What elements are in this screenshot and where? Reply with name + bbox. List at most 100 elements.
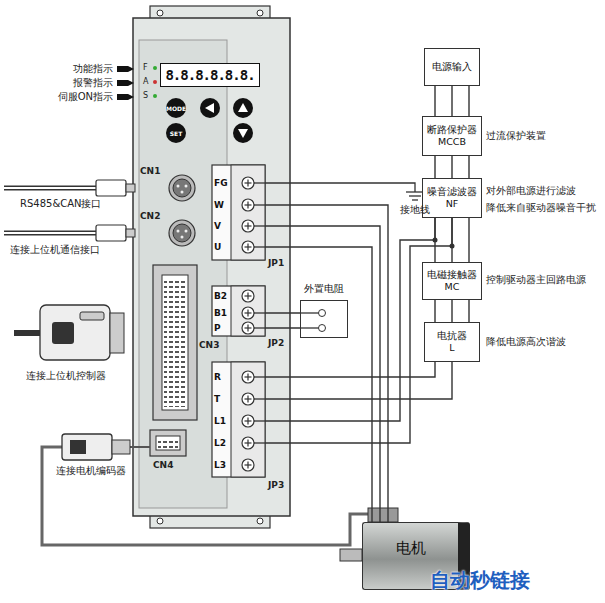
- resistor-terminal: [300, 327, 319, 328]
- terminal-label: B1: [214, 307, 227, 319]
- io-connector: [153, 265, 197, 420]
- node-text: 电源输入: [432, 61, 472, 73]
- terminal-lead: [254, 327, 265, 328]
- cable-note: 连接电机编码器: [56, 465, 126, 477]
- arrow-button: [205, 103, 214, 113]
- terminal-label: L3: [214, 459, 226, 471]
- wire: [435, 156, 469, 178]
- function-note: 降低来自驱动器噪音干扰: [486, 202, 596, 213]
- terminal-strip: [212, 362, 265, 477]
- control-plug: [14, 305, 124, 360]
- round-connector: [177, 230, 180, 233]
- control-plug: [52, 322, 74, 344]
- node-text: NF: [446, 198, 459, 210]
- function-note: 控制驱动器主回路电源: [486, 274, 586, 285]
- terminal-screw: [242, 241, 254, 253]
- terminal-lead: [254, 225, 265, 226]
- terminal-lead: [254, 398, 265, 399]
- pointer-hand: [117, 94, 134, 100]
- terminal-strip: [212, 165, 265, 260]
- terminal-label: B2: [214, 290, 227, 302]
- terminal-lead: [254, 442, 265, 443]
- terminal-lead: [254, 246, 265, 247]
- terminal-name: JP1: [268, 258, 284, 269]
- node-text: 电机: [363, 539, 458, 558]
- comm-cable: [126, 184, 135, 192]
- watermark: 自动秒链接: [430, 568, 530, 592]
- set-button: SET: [166, 123, 186, 143]
- wire: [435, 86, 469, 116]
- driver-housing: [157, 10, 163, 16]
- led-letter: F: [143, 63, 148, 73]
- indicator-led: [153, 66, 157, 98]
- terminal-lead: [254, 183, 265, 443]
- terminal-lead: [254, 182, 265, 183]
- terminal-screw: [242, 307, 254, 319]
- pointer-hand: [117, 80, 134, 86]
- driver-housing: [257, 518, 263, 524]
- terminal-lead: [254, 376, 265, 377]
- wire: [265, 313, 300, 328]
- node-text: MC: [445, 281, 460, 293]
- terminal-label: T: [214, 393, 220, 405]
- terminal-block: RTL1L2L3: [212, 362, 265, 477]
- encoder-cable: [70, 440, 86, 454]
- arrow-button: [238, 103, 248, 112]
- process-box: 电磁接触器MC: [422, 262, 482, 300]
- ground-note: 接地线: [400, 204, 430, 216]
- driver-housing: [133, 18, 290, 516]
- terminal-label: L1: [214, 415, 226, 427]
- comm-cable: [4, 180, 135, 241]
- node-text: MODE: [166, 105, 186, 112]
- wire: [265, 205, 388, 522]
- wire: [265, 362, 452, 399]
- terminal-screw: [242, 371, 254, 383]
- terminal-name: JP3: [268, 480, 284, 491]
- terminal-label: V: [214, 220, 221, 232]
- resistor-outline: [300, 300, 348, 338]
- encoder-cable: [112, 440, 130, 454]
- encoder-cable: [42, 447, 368, 545]
- comm-cable: [126, 229, 135, 237]
- node-text: MCCB: [438, 136, 466, 148]
- encoder-cable: [62, 434, 112, 460]
- terminal-screw: [242, 393, 254, 405]
- node-text: L: [449, 342, 454, 354]
- indicator-note: 报警指示: [73, 77, 113, 89]
- encoder-connector: [156, 436, 180, 450]
- round-connector: [185, 230, 188, 233]
- terminal-strip: [231, 362, 265, 477]
- round-connector: [177, 185, 180, 188]
- wire: [435, 300, 469, 322]
- encoder-connector: [150, 430, 186, 456]
- control-plug: [14, 330, 40, 336]
- driver-housing: [157, 518, 163, 524]
- terminal-lead: [254, 312, 265, 313]
- connector-name: CN3: [199, 340, 219, 351]
- round-connector: [181, 191, 184, 194]
- encoder-cable: [42, 434, 368, 545]
- process-box: 电源输入: [424, 48, 480, 86]
- ground-wire: [409, 195, 421, 196]
- ground-wire: [412, 199, 418, 200]
- cable-note: 连接上位机通信接口: [10, 244, 100, 256]
- pointer-hand: [117, 66, 134, 72]
- comm-cable: [96, 225, 126, 241]
- function-note: 降低电源高次谐波: [486, 336, 566, 347]
- arrow-button: [200, 98, 253, 143]
- terminal-label: P: [214, 322, 221, 334]
- round-connector: [169, 175, 195, 201]
- control-plug: [110, 313, 124, 353]
- function-note: 过流保护装置: [486, 130, 546, 141]
- io-connector: [164, 278, 186, 407]
- terminal-lead: [254, 204, 265, 205]
- indicator-note: 伺服ON指示: [58, 91, 113, 103]
- cable-note: 连接上位机控制器: [26, 370, 106, 382]
- terminal-strip: [212, 165, 265, 477]
- terminal-screw: [242, 415, 254, 427]
- terminal-screw: [242, 220, 254, 232]
- connector-name: CN1: [140, 166, 160, 177]
- indicator-led: [153, 80, 157, 84]
